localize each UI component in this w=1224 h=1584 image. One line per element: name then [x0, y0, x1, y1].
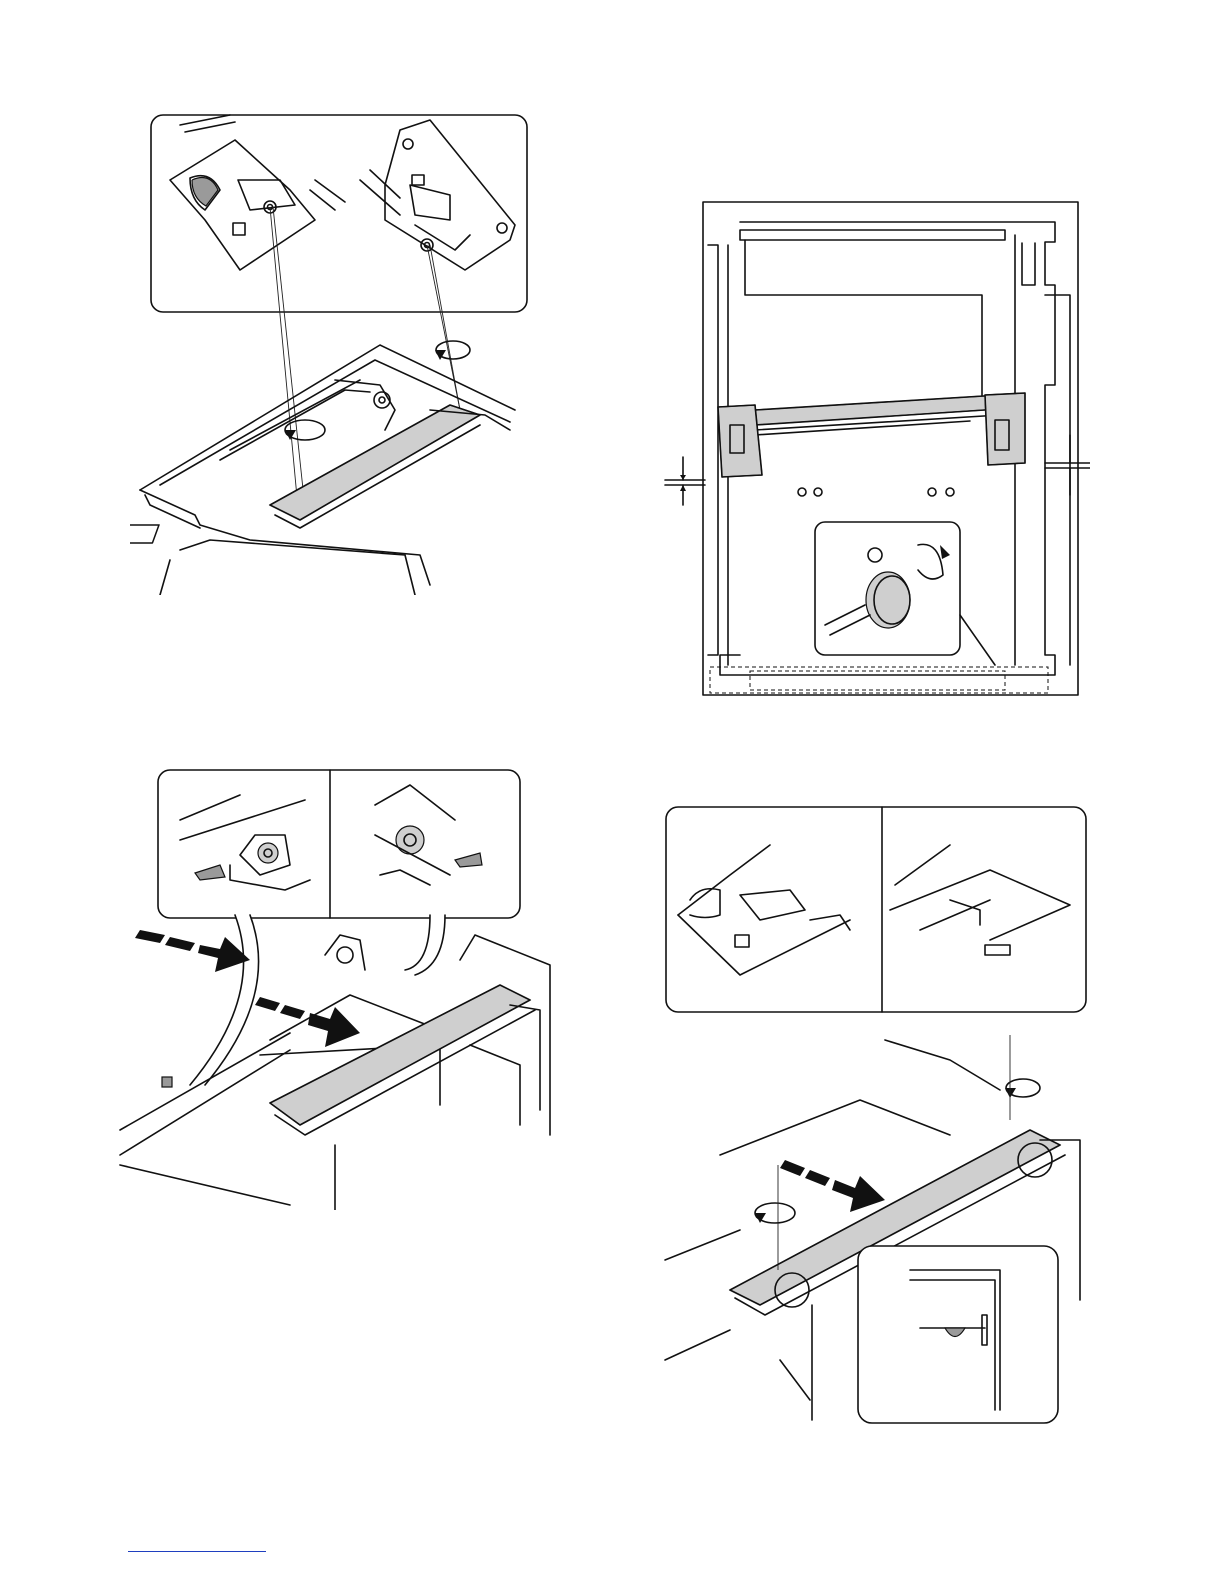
rotate-arrow-icon: [435, 341, 470, 360]
figure-bottom-left-drawing: [110, 765, 560, 1210]
figure-bottom-left: [110, 765, 560, 1210]
detail-inset-box: [666, 807, 1086, 1012]
rotate-arrow-icon: [285, 420, 325, 440]
figure-top-left: [130, 110, 540, 595]
figure-top-right-drawing: [660, 195, 1090, 705]
detail-inset-box: [151, 115, 527, 312]
figure-bottom-right: [660, 800, 1090, 1430]
figure-top-left-drawing: [130, 110, 540, 595]
figure-bottom-right-drawing: [660, 800, 1090, 1430]
push-direction-arrow-icon: [135, 930, 250, 972]
rotate-arrow-icon: [1005, 1035, 1040, 1120]
detail-inset-box: [158, 770, 520, 918]
figure-top-right: [660, 195, 1090, 705]
push-direction-arrow-icon: [780, 1160, 885, 1212]
rotate-arrow-icon: [755, 1165, 795, 1270]
footer-link-underline[interactable]: [128, 1551, 266, 1552]
